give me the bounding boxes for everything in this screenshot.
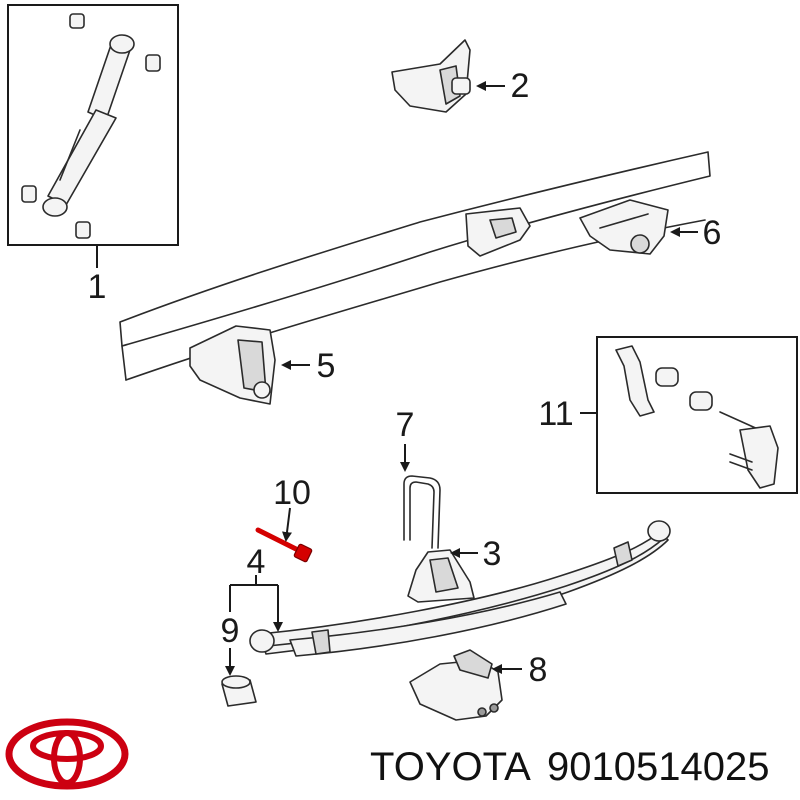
- bushing-icon: [689, 391, 713, 411]
- callout-1: 1: [88, 268, 107, 306]
- callout-11: 11: [538, 395, 573, 433]
- bushing-icon: [69, 13, 85, 29]
- shackle-plate-icon: [615, 345, 655, 417]
- part-number: 9010514025: [547, 745, 769, 789]
- shackle-kit-inset[interactable]: [596, 336, 798, 494]
- callout-10: 10: [273, 474, 311, 512]
- part-5-hanger[interactable]: [189, 325, 276, 405]
- bolt-icon: [719, 411, 761, 431]
- part-2-bracket[interactable]: [391, 39, 471, 113]
- callout-8: 8: [529, 651, 548, 689]
- part-6-hanger[interactable]: [579, 199, 669, 255]
- bushing-icon: [75, 221, 91, 239]
- frame-bracket: [465, 207, 531, 257]
- brand-name: TOYOTA: [370, 745, 531, 789]
- bushing-icon: [145, 54, 161, 72]
- shock-absorber-inset[interactable]: [7, 4, 179, 246]
- callout-2: 2: [511, 67, 530, 105]
- callout-3: 3: [483, 535, 502, 573]
- bushing-icon: [655, 367, 679, 387]
- part-3-spring-seat[interactable]: [407, 549, 475, 603]
- callout-4: 4: [247, 543, 266, 581]
- callout-9: 9: [221, 612, 240, 650]
- part-10-bolt-highlighted[interactable]: [255, 527, 313, 563]
- callout-5: 5: [317, 347, 336, 385]
- leaf-spring[interactable]: [249, 520, 671, 657]
- leader-lines: [96, 81, 698, 676]
- part-9-bushing[interactable]: [221, 675, 257, 707]
- part-8-spring-plate[interactable]: [409, 649, 503, 721]
- callout-7: 7: [396, 406, 415, 444]
- shock-absorber-icon: [42, 34, 135, 217]
- shackle-plate-icon: [739, 425, 779, 489]
- part-7-u-bolt[interactable]: [403, 475, 441, 549]
- toyota-logo-icon: [5, 718, 129, 790]
- callout-6: 6: [703, 214, 722, 252]
- bushing-icon: [21, 185, 37, 203]
